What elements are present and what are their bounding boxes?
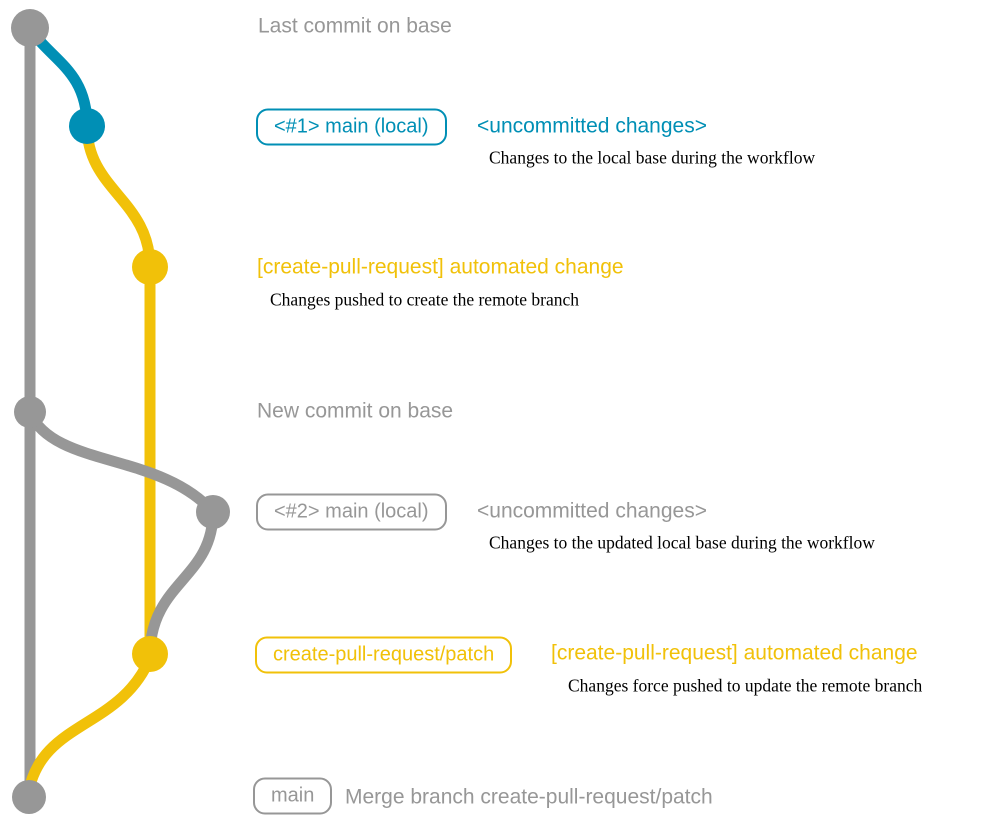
commit-message-main-local-1: <uncommitted changes> [477,114,707,138]
branch-badge-main-local-1: <#1> main (local) [256,108,447,146]
patch-branch-out-curve [81,125,156,268]
commit-dot-patch-2 [132,636,168,672]
commit-dot-main-local-2 [196,495,230,529]
commit-dot-main-local-1 [69,108,105,144]
commit-message-patch-1: [create-pull-request] automated change [257,255,624,279]
branch-badge-main-local-2: <#2> main (local) [256,493,447,531]
commit-note-main-local-1: Changes to the local base during the wor… [489,147,816,168]
commit-dot-merge [12,780,46,814]
commit-dot-base-head [11,9,49,47]
commit-note-main-local-2: Changes to the updated local base during… [489,532,875,553]
base-update-branch-curve [24,410,218,516]
main-local2-merge-curve [144,511,219,653]
commit-message-base-head: Last commit on base [258,14,452,38]
commit-message-merge: Merge branch create-pull-request/patch [345,785,713,809]
branch-badge-patch: create-pull-request/patch [255,636,513,674]
commit-note-patch-2: Changes force pushed to update the remot… [568,675,923,696]
commit-message-patch-2: [create-pull-request] automated change [551,641,918,665]
branch-badge-main: main [253,777,333,815]
commit-message-base-new: New commit on base [257,399,454,423]
commit-message-main-local-2: <uncommitted changes> [477,499,707,523]
patch-merge-curve [22,655,156,797]
commit-graph [11,9,230,814]
commit-dot-base-new [14,396,46,428]
commit-note-patch-1: Changes pushed to create the remote bran… [270,289,580,310]
commit-dot-patch-1 [132,249,168,285]
